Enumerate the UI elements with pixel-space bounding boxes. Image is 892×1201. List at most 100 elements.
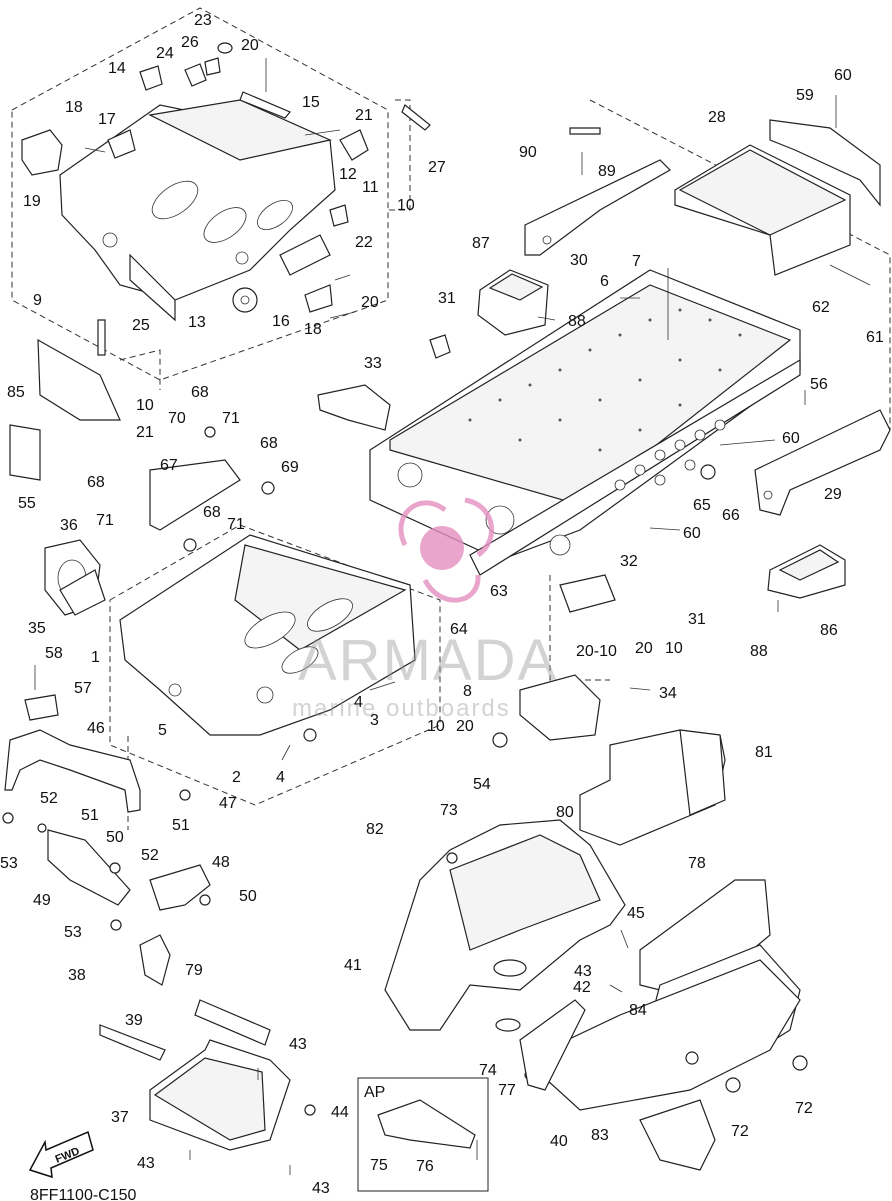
- callout-63: 63: [490, 583, 508, 600]
- callout-34: 34: [659, 685, 677, 702]
- callout-28: 28: [708, 109, 726, 126]
- callout-31: 31: [438, 290, 456, 307]
- callout-68: 68: [260, 435, 278, 452]
- callout-43: 43: [137, 1155, 155, 1172]
- callout-75: 75: [370, 1157, 388, 1174]
- callout-26: 26: [181, 34, 199, 51]
- callout-60: 60: [683, 525, 701, 542]
- diagram-code: 8FF1100-C150: [30, 1187, 137, 1201]
- callout-8: 8: [463, 683, 472, 700]
- callout-4: 4: [354, 694, 363, 711]
- ap-inset: [357, 1077, 489, 1192]
- callout-23: 23: [194, 12, 212, 29]
- callout-36: 36: [60, 517, 78, 534]
- callout-56: 56: [810, 376, 828, 393]
- callout-60: 60: [834, 67, 852, 84]
- callout-15: 15: [302, 94, 320, 111]
- callout-73: 73: [440, 802, 458, 819]
- callout-54: 54: [473, 776, 491, 793]
- watermark-tagline: marine outboards: [292, 695, 511, 722]
- callout-43: 43: [574, 963, 592, 980]
- fwd-arrow-icon: FWD: [28, 1130, 94, 1179]
- callout-3: 3: [370, 712, 379, 729]
- callout-50: 50: [106, 829, 124, 846]
- callout-62: 62: [812, 299, 830, 316]
- callout-77: 77: [498, 1082, 516, 1099]
- left-small-parts: [9, 319, 451, 481]
- callout-43: 43: [312, 1180, 330, 1197]
- callout-37: 37: [111, 1109, 129, 1126]
- middle-frame-assembly: [44, 426, 651, 761]
- callout-74: 74: [479, 1062, 497, 1079]
- callout-68: 68: [203, 504, 221, 521]
- callout-17: 17: [98, 111, 116, 128]
- callout-24: 24: [156, 45, 174, 62]
- armada-watermark-logo: ARMADA marine outboards: [292, 497, 556, 722]
- callout-57: 57: [74, 680, 92, 697]
- callout-50: 50: [239, 888, 257, 905]
- callout-65: 65: [693, 497, 711, 514]
- callout-89: 89: [598, 163, 616, 180]
- callout-7: 7: [632, 253, 641, 270]
- callout-33: 33: [364, 355, 382, 372]
- callout-61: 61: [866, 329, 884, 346]
- callout-49: 49: [33, 892, 51, 909]
- callout-81: 81: [755, 744, 773, 761]
- callout-51: 51: [172, 817, 190, 834]
- callout-83: 83: [591, 1127, 609, 1144]
- callout-45: 45: [627, 905, 645, 922]
- callout-69: 69: [281, 459, 299, 476]
- callout-72: 72: [731, 1123, 749, 1140]
- callout-85: 85: [7, 384, 25, 401]
- assembly-boundaries: [11, 7, 891, 830]
- callout-66: 66: [722, 507, 740, 524]
- callout-51: 51: [81, 807, 99, 824]
- lower-left-panel: [99, 999, 316, 1175]
- callout-35: 35: [28, 620, 46, 637]
- upper-frame-assembly: [21, 42, 431, 322]
- callout-71: 71: [96, 512, 114, 529]
- callout-88: 88: [750, 643, 768, 660]
- callout-10: 10: [665, 640, 683, 657]
- callout-6: 6: [600, 273, 609, 290]
- callout-78: 78: [688, 855, 706, 872]
- callout-20: 20: [456, 718, 474, 735]
- upper-right-plates: [524, 95, 881, 286]
- callout-1: 1: [91, 649, 100, 666]
- callout-71: 71: [222, 410, 240, 427]
- callout-64: 64: [450, 621, 468, 638]
- callout-70: 70: [168, 410, 186, 427]
- callout-10: 10: [397, 197, 415, 214]
- callout-41: 41: [344, 957, 362, 974]
- callout-4: 4: [276, 769, 285, 786]
- callout-9: 9: [33, 292, 42, 309]
- callout-14: 14: [108, 60, 126, 77]
- callout-59: 59: [796, 87, 814, 104]
- callout-labels: 23 26 20 24 14 15 18 17 21 27 11 12 19 1…: [0, 12, 884, 1201]
- callout-16: 16: [272, 313, 290, 330]
- callout-10: 10: [427, 718, 445, 735]
- callout-82: 82: [366, 821, 384, 838]
- callout-19: 19: [23, 193, 41, 210]
- callout-20: 20: [241, 37, 259, 54]
- callout-12: 12: [339, 166, 357, 183]
- lower-right-panels: [384, 729, 808, 1171]
- callout-46: 46: [87, 720, 105, 737]
- callout-48: 48: [212, 854, 230, 871]
- callout-39: 39: [125, 1012, 143, 1029]
- callout-88: 88: [568, 313, 586, 330]
- callout-80: 80: [556, 804, 574, 821]
- callout-79: 79: [185, 962, 203, 979]
- callout-21: 21: [136, 424, 154, 441]
- callout-68: 68: [191, 384, 209, 401]
- seat-parts: [477, 269, 846, 612]
- callout-52: 52: [141, 847, 159, 864]
- callout-31: 31: [688, 611, 706, 628]
- callout-29: 29: [824, 486, 842, 503]
- callout-2: 2: [232, 769, 241, 786]
- callout-53: 53: [0, 855, 18, 872]
- callout-68: 68: [87, 474, 105, 491]
- callout-55: 55: [18, 495, 36, 512]
- ap-label: AP: [364, 1084, 385, 1101]
